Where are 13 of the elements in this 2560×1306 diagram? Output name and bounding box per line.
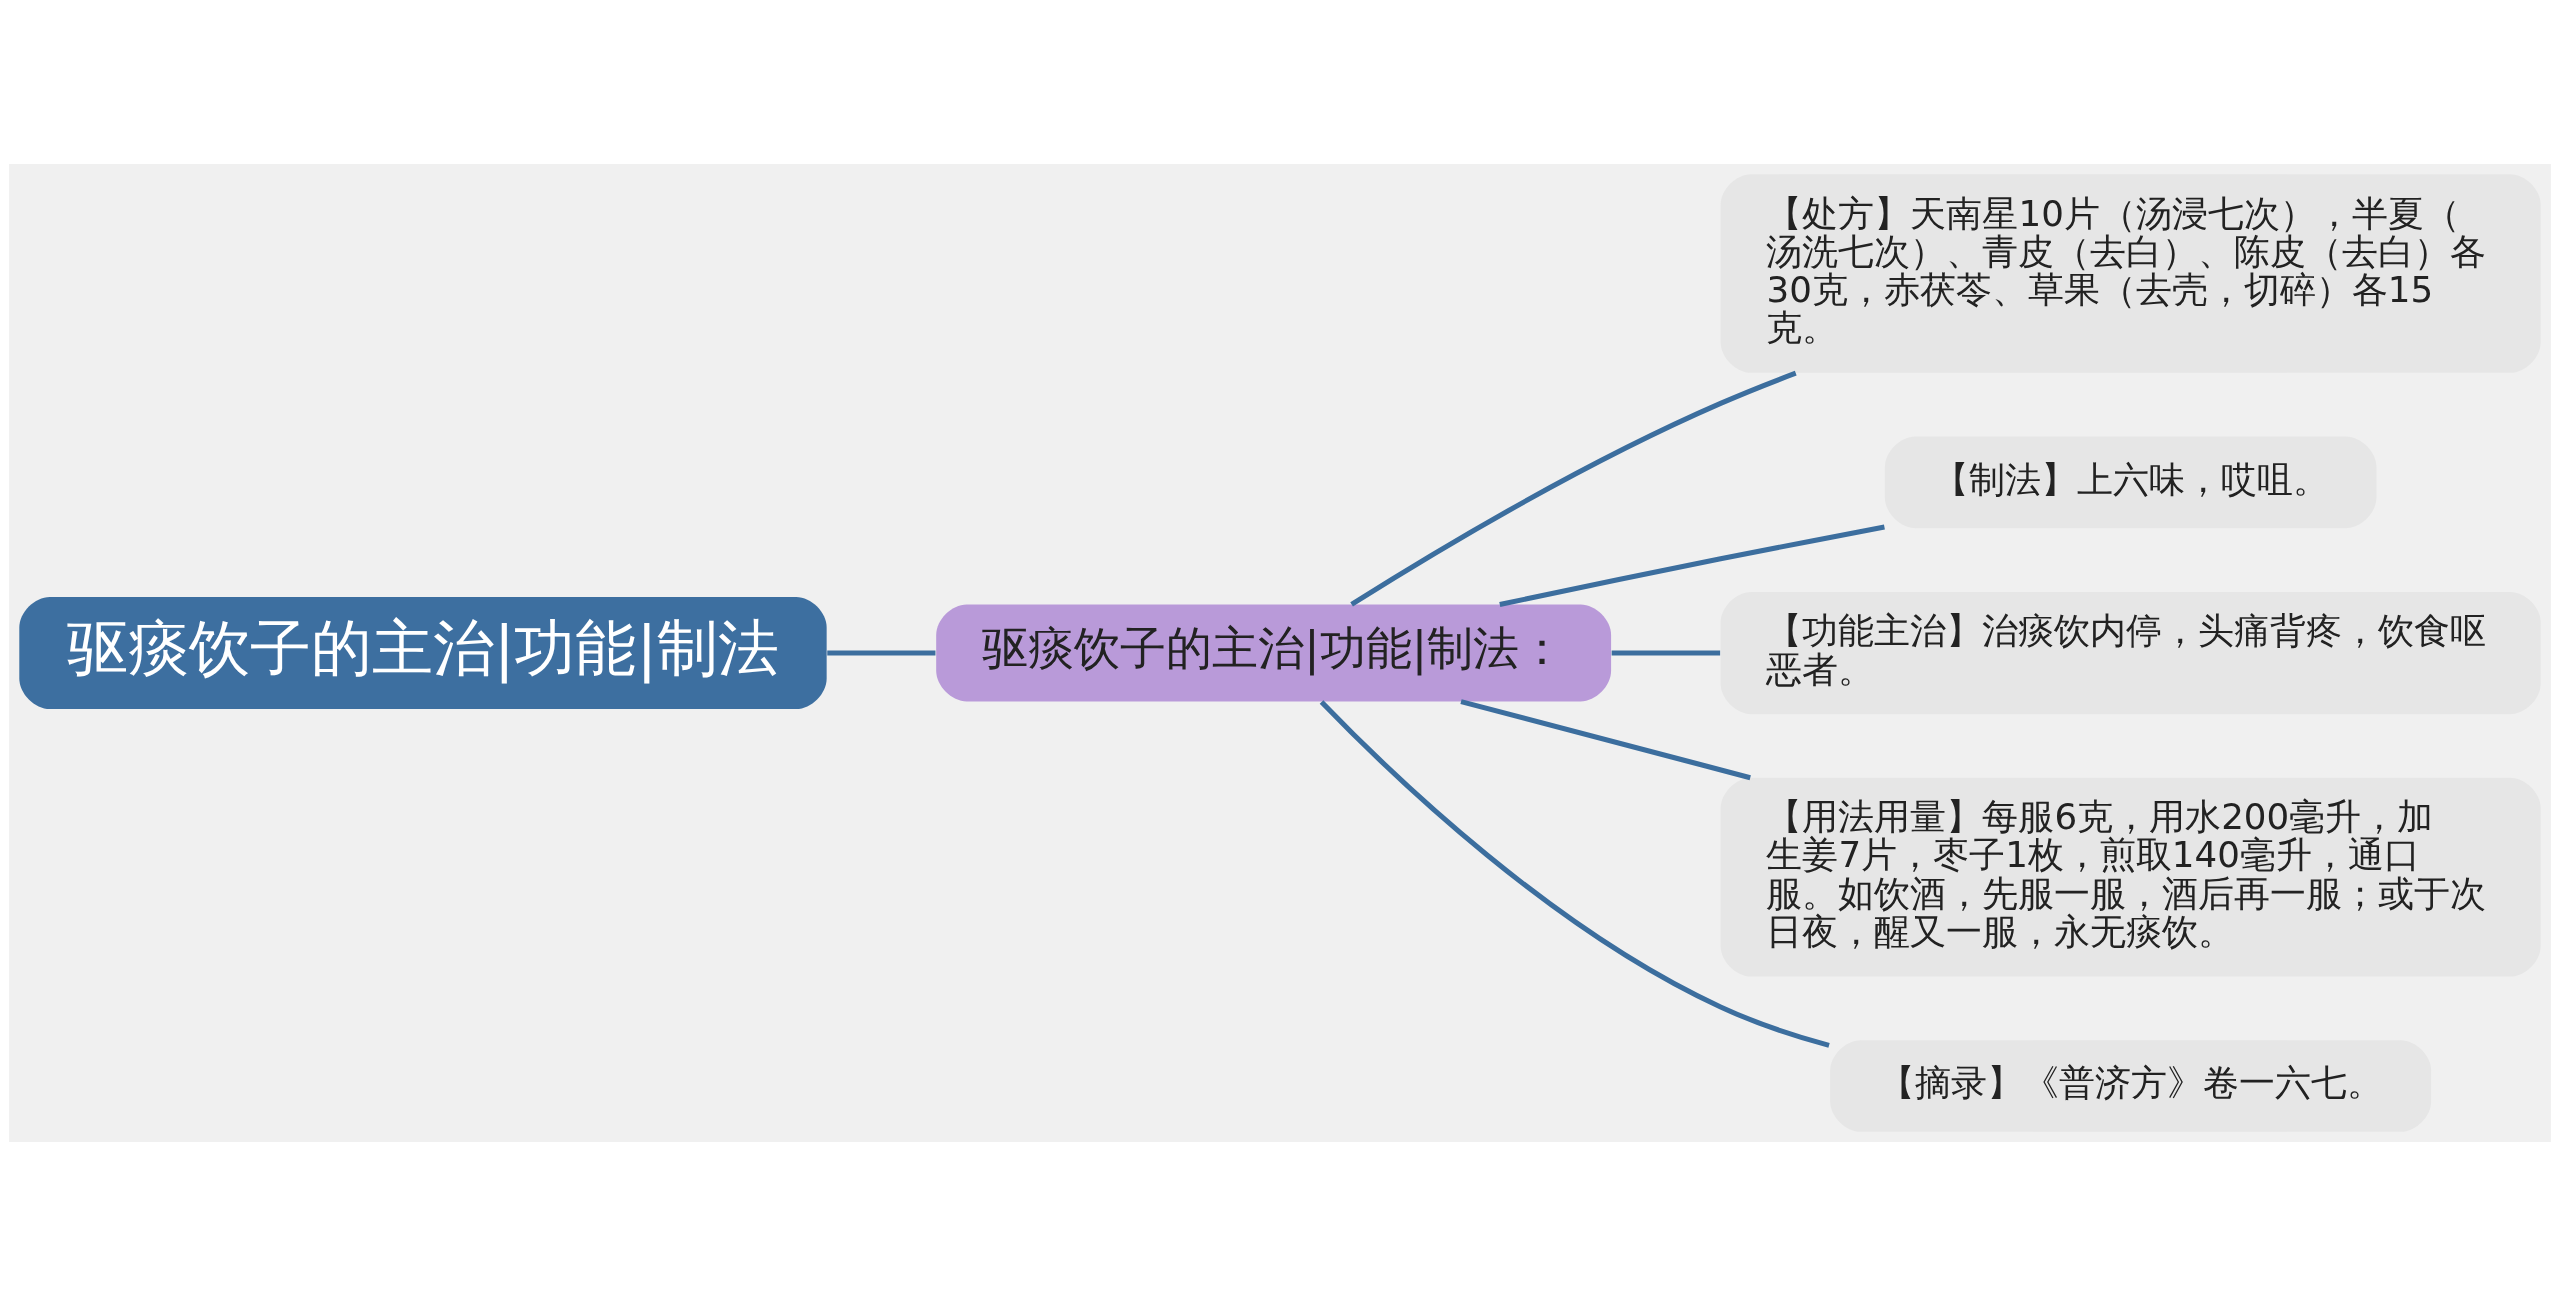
node-box: 【摘录】《普济方》卷一六七。 (1830, 1040, 2432, 1132)
node-box: 【功能主治】治痰饮内停，头痛背疼，饮食呕恶者。 (1720, 591, 2541, 715)
node-box: 【制法】上六味，哎咀。 (1884, 436, 2377, 529)
node-box: 【处方】天南星10片（汤浸七次），半夏（汤洗七次）、青皮（去白）、陈皮（去白）各30克，赤茯苓、草果（去壳，切碎）各15克。 (1720, 174, 2541, 373)
connector (1611, 650, 1721, 656)
node-box: 【用法用量】每服6克，用水200毫升，加生姜7片，枣子1枚，煎取140毫升，通口服。如饮酒，先服一服，酒后再一服；或于次日夜，醒又一服，永无痰饮。 (1720, 777, 2541, 977)
connector (827, 650, 936, 656)
connector (1350, 370, 1797, 607)
node-box: 驱痰饮子的主治|功能|制法： (936, 604, 1612, 702)
connector (1460, 699, 1751, 781)
node-box: 驱痰饮子的主治|功能|制法 (19, 596, 827, 710)
connector (1499, 524, 1885, 607)
connector (1319, 700, 1830, 1048)
